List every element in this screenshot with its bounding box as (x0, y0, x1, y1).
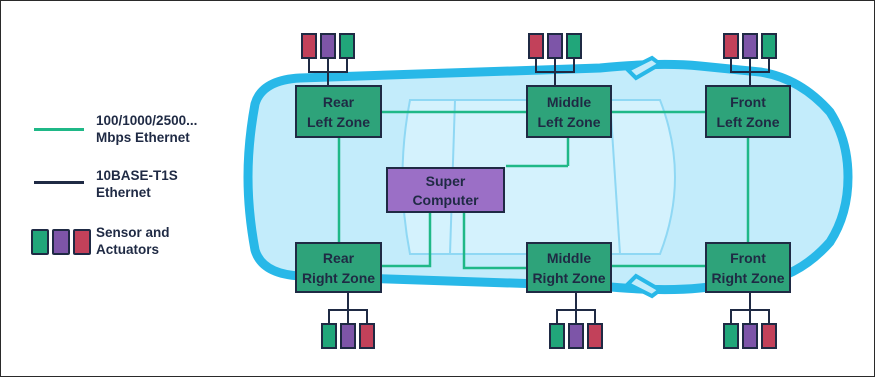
sensor-red-block (73, 229, 91, 255)
zone-rear-left-line1: Rear (323, 94, 355, 110)
legend-ethernet-swatch (34, 128, 84, 131)
zone-middle-left: Middle Left Zone (527, 86, 611, 137)
legend-ethernet-label: 100/1000/2500... Mbps Ethernet (96, 112, 197, 146)
sensor-purple-block (52, 229, 70, 255)
zone-front-right-line1: Front (730, 250, 766, 266)
super-computer: Super Computer (387, 168, 504, 212)
legend-t1s-line2: Ethernet (96, 184, 178, 201)
zone-rear-right-line1: Rear (323, 250, 355, 266)
legend-sensor-line2: Actuators (96, 241, 170, 258)
sensor-group-rear-right (322, 292, 374, 348)
legend-sensor-swatch (31, 229, 91, 255)
sensor-group-front-right (724, 292, 776, 348)
sensor-group-middle-right (550, 292, 602, 348)
zone-middle-right: Middle Right Zone (527, 243, 611, 292)
legend-sensor-line1: Sensor and (96, 224, 170, 241)
zone-front-right: Front Right Zone (706, 243, 790, 292)
zone-rear-left: Rear Left Zone (296, 86, 381, 137)
legend-sensor-label: Sensor and Actuators (96, 224, 170, 258)
sensor-green-block (31, 229, 49, 255)
super-computer-line1: Super (426, 173, 466, 189)
zone-rear-right-line2: Right Zone (302, 270, 375, 286)
zone-front-right-line2: Right Zone (711, 270, 784, 286)
legend-t1s-line1: 10BASE-T1S (96, 167, 178, 184)
zone-rear-right: Rear Right Zone (296, 243, 381, 292)
super-computer-line2: Computer (412, 192, 479, 208)
zone-middle-right-line2: Right Zone (532, 270, 605, 286)
zone-front-left-line2: Left Zone (717, 114, 780, 130)
legend-ethernet-line1: 100/1000/2500... (96, 112, 197, 129)
zone-rear-left-line2: Left Zone (307, 114, 370, 130)
zone-middle-left-line2: Left Zone (538, 114, 601, 130)
zone-middle-right-line1: Middle (547, 250, 592, 266)
legend-ethernet-line2: Mbps Ethernet (96, 129, 197, 146)
zone-middle-left-line1: Middle (547, 94, 592, 110)
legend-t1s-label: 10BASE-T1S Ethernet (96, 167, 178, 201)
zone-front-left: Front Left Zone (706, 86, 790, 137)
zone-front-left-line1: Front (730, 94, 766, 110)
legend-t1s-swatch (34, 181, 84, 184)
